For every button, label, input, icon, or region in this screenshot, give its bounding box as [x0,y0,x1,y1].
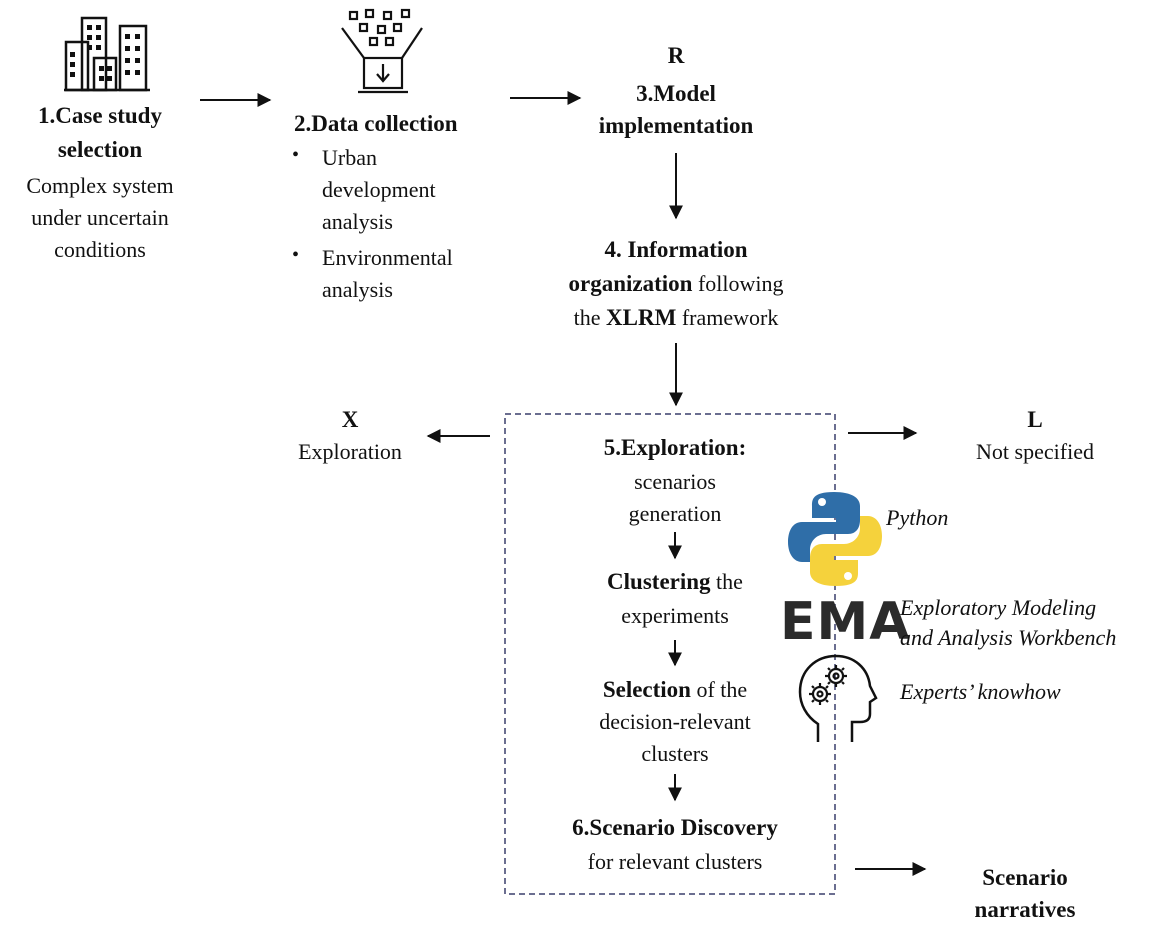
l-letter: L [1027,407,1043,432]
step4-xlrm: XLRM [606,305,677,330]
step4-line1: 4. Information [526,234,826,265]
step4-line2: organization following [526,268,826,299]
step4-bold-title: 4. Information [604,237,748,262]
head-gears-icon [798,654,878,742]
python-logo-icon [788,492,882,586]
step3-letter: R [667,43,685,68]
ema-label-line2: and Analysis Workbench [900,625,1117,650]
step4-following: following [692,271,784,296]
step2-bullet1-line1: Urban [322,145,377,170]
step4-the: the [573,305,607,330]
step1-desc-line3: conditions [54,237,146,262]
step4-organization: organization [568,271,693,296]
step4-line3: the XLRM framework [526,302,826,333]
selection-rest: of the [690,677,748,702]
step2-title: 2.Data collection [294,111,458,136]
selection-line1: Selection of the [520,674,830,705]
clustering-line1: Clustering the [520,566,830,597]
exploration-dashed-box [504,413,836,895]
step5-generation: generation [628,501,722,526]
step1-desc-line1: Complex system [26,173,174,198]
x-letter: X [341,407,359,432]
bullet-marker: • [292,244,300,266]
x-label: Exploration [298,439,402,464]
step2-bullet1-line2: development [322,177,436,202]
data-funnel-icon [341,8,423,94]
step1-desc-line2: under uncertain [31,205,169,230]
step1-title-line2: selection [57,137,143,162]
step3-title-line2: implementation [598,113,754,138]
step2-bullet1-line3: analysis [322,209,393,234]
experts-label: Experts’ knowhow [900,679,1061,704]
bullet-marker: • [292,144,300,166]
clustering-rest: the [710,569,743,594]
step3-title-line1: 3.Model [636,81,716,106]
output-line1: Scenario [982,865,1068,890]
step2-bullet2-line2: analysis [322,277,393,302]
step4-framework: framework [676,305,779,330]
output-line2: narratives [974,897,1076,922]
step6-title: 6.Scenario Discovery [572,815,778,840]
selection-bold: Selection [602,677,691,702]
python-label: Python [886,505,949,530]
step2-bullet2-line1: Environmental [322,245,453,270]
step5-scenarios: scenarios [634,469,716,494]
l-label: Not specified [976,439,1094,464]
step1-title-line1: 1.Case study [38,103,162,128]
step5-title: 5.Exploration: [603,435,747,460]
selection-line3: clusters [641,741,709,766]
step6-line2: for relevant clusters [587,849,763,874]
ema-label-line1: Exploratory Modeling [900,595,1097,620]
ema-logo: EMA [780,592,911,652]
selection-line2: decision-relevant [599,709,751,734]
buildings-icon [64,16,150,92]
clustering-line2: experiments [621,603,729,628]
clustering-bold: Clustering [607,569,711,594]
